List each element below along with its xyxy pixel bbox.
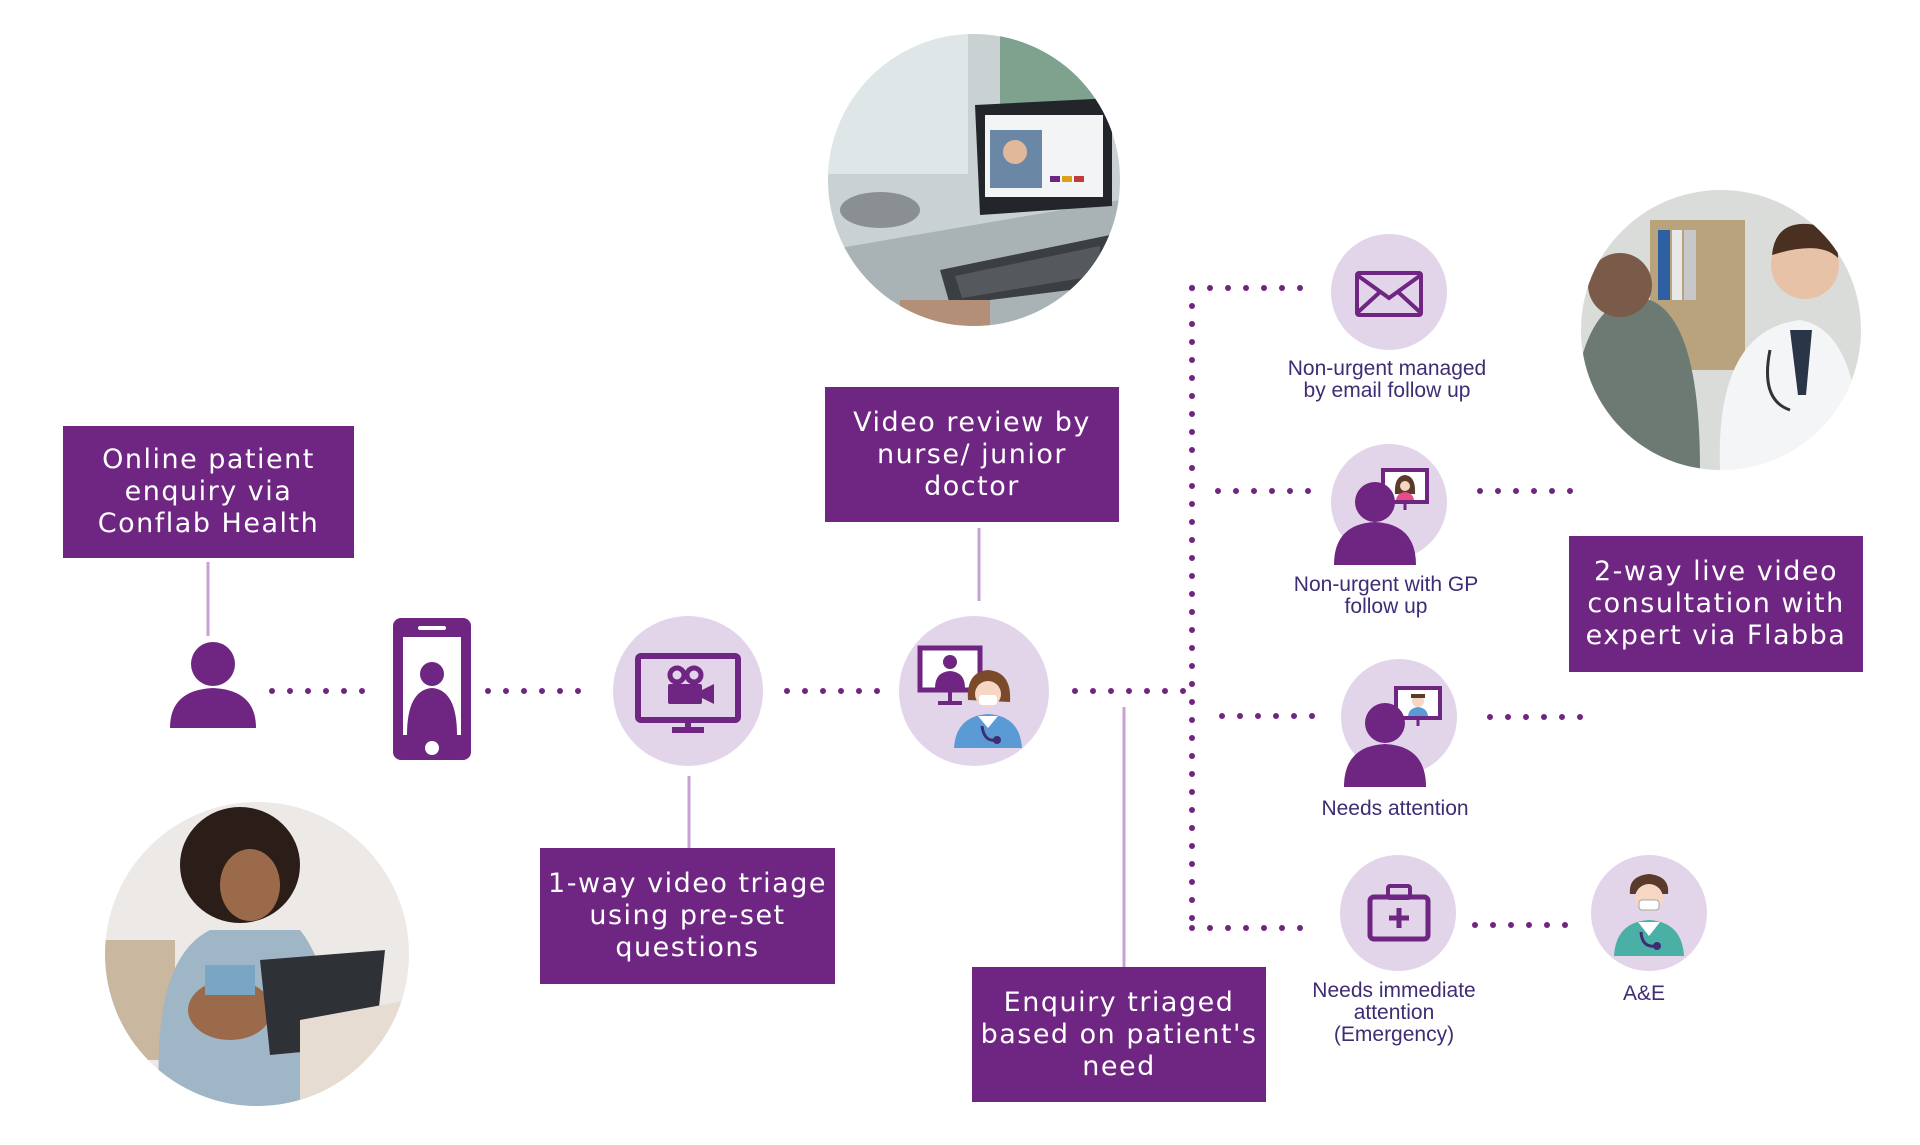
online-enquiry-box: Online patient enquiry via Conflab Healt… (63, 426, 354, 558)
gp-video-icon (1334, 468, 1429, 565)
emergency-doctor-icon (1614, 874, 1684, 956)
email-followup-label: Non-urgent managed by email follow up (1287, 357, 1487, 402)
ae-label: A&E (1622, 982, 1666, 1005)
video-review-box: Video review by nurse/ junior doctor (825, 387, 1119, 522)
connector-lines (206, 528, 1126, 971)
patient-icon (170, 642, 256, 728)
pregnant-woman-laptop-photo (105, 802, 409, 1106)
video-triage-box: 1-way video triage using pre-set questio… (540, 848, 835, 984)
smartphone-icon (393, 618, 471, 760)
needs-attention-label: Needs attention (1321, 797, 1469, 820)
gp-followup-label: Non-urgent with GP follow up (1293, 573, 1479, 618)
nurse-video-icon (917, 645, 1022, 748)
dotted-connectors (269, 285, 1593, 931)
doctor-video-icon (1344, 686, 1442, 787)
video-camera-monitor-icon (635, 653, 741, 733)
first-aid-kit-icon (1367, 884, 1431, 942)
envelope-icon (1355, 271, 1423, 317)
immediate-attention-label: Needs immediate attention (Emergency) (1312, 979, 1476, 1046)
enquiry-triaged-box: Enquiry triaged based on patient's need (972, 967, 1266, 1102)
laptop-video-call-photo (828, 34, 1120, 326)
live-video-consultation-box: 2-way live video consultation with exper… (1569, 536, 1863, 672)
doctor-consultation-photo (1581, 190, 1861, 470)
